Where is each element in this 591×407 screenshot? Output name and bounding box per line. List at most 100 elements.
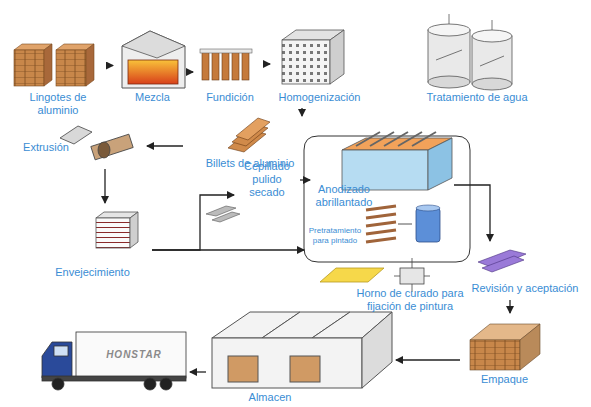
warehouse	[228, 356, 258, 382]
aging-oven	[130, 212, 138, 248]
flow-arrow	[190, 371, 206, 372]
delivery-truck	[42, 332, 186, 390]
process-step: Horno de curado para fijación de pintura	[350, 255, 470, 313]
step-label: Pretratamiento para pintado	[306, 226, 364, 246]
step-label: Lingotes de aluminio	[8, 91, 108, 117]
ingot-stacks	[14, 44, 94, 86]
cast-logs	[200, 49, 252, 53]
ingot-stacks	[86, 44, 94, 86]
water-tanks	[436, 14, 504, 66]
aging-oven	[96, 218, 130, 248]
packed-bundles	[470, 324, 540, 370]
water-tanks	[428, 24, 470, 36]
inspected-profile	[482, 256, 524, 272]
process-step: Empaque	[462, 315, 547, 390]
delivery-truck	[54, 346, 68, 356]
inspected-profile	[478, 250, 526, 272]
flow-arrow	[192, 71, 193, 72]
finishing-bracket	[304, 136, 470, 262]
step-label: Almacen	[230, 391, 310, 404]
cast-logs	[242, 52, 249, 80]
homogenizing-oven	[282, 30, 344, 84]
flow-arrow	[110, 65, 113, 66]
process-step: Fundición	[195, 38, 265, 106]
step-label: Tratamiento de agua	[418, 91, 536, 104]
ingot-stacks	[56, 50, 86, 86]
step-label: HONSTAR	[86, 349, 182, 361]
flow-arrow	[152, 195, 234, 250]
ingot-stacks	[44, 44, 52, 86]
process-step: Anodizado abrillantado	[312, 132, 452, 210]
process-step: HONSTAR	[38, 325, 188, 397]
process-step: Mezcla	[115, 25, 190, 106]
packed-bundles	[520, 324, 540, 370]
melting-furnace	[122, 31, 185, 88]
flow-arrow	[454, 185, 490, 241]
anodizing-tank	[356, 132, 436, 146]
process-step: Extrusión	[15, 115, 145, 167]
cast-logs	[212, 52, 219, 80]
curing-oven	[394, 258, 430, 292]
cast-logs	[200, 49, 252, 80]
delivery-truck	[42, 342, 72, 378]
profiles	[212, 212, 240, 222]
process-step: Homogenización	[272, 22, 367, 106]
process-step: Tratamiento de agua	[418, 8, 536, 106]
aging-oven	[96, 212, 138, 248]
cast-logs	[222, 52, 229, 80]
process-step: Revisión y aceptación	[474, 243, 586, 298]
pretreatment-rack	[416, 208, 440, 242]
step-label: Horno de curado para fijación de pintura	[350, 287, 470, 313]
step-label: Empaque	[462, 373, 547, 386]
process-step: Cepillado pulido secado	[236, 160, 298, 202]
aluminium-billets	[236, 118, 270, 140]
extrusion-press	[91, 134, 133, 160]
pretreatment-rack	[366, 205, 440, 242]
delivery-truck	[52, 378, 64, 390]
pretreatment-rack	[398, 224, 412, 225]
water-tanks	[428, 76, 470, 88]
delivery-truck	[160, 378, 172, 390]
warehouse	[212, 338, 362, 388]
step-label: Extrusión	[15, 141, 77, 154]
process-step: Lingotes de aluminio	[8, 40, 108, 108]
packed-bundles	[470, 340, 520, 370]
step-label: Fundición	[195, 91, 265, 104]
water-tanks	[428, 14, 512, 90]
homogenizing-oven	[330, 30, 344, 84]
extrusion-press	[60, 126, 133, 160]
anodizing-tank	[428, 138, 452, 190]
flow-arrow	[300, 179, 310, 180]
water-tanks	[472, 30, 512, 42]
homogenizing-oven	[282, 40, 330, 84]
step-label: Homogenización	[272, 91, 367, 104]
flow-arrow	[147, 145, 183, 146]
aluminium-billets	[228, 118, 270, 152]
step-label: Revisión y aceptación	[464, 282, 586, 295]
water-tanks	[472, 78, 512, 90]
step-label: Cepillado pulido secado	[236, 160, 298, 199]
flow-arrow	[509, 300, 510, 313]
step-label: Mezcla	[115, 91, 190, 104]
melting-furnace	[128, 60, 178, 84]
warehouse	[290, 356, 320, 382]
curing-oven	[394, 258, 430, 292]
water-tanks	[472, 36, 512, 84]
step-label: Anodizado abrillantado	[312, 183, 376, 209]
melting-furnace	[122, 31, 185, 88]
cast-logs	[232, 52, 239, 80]
cast-logs	[202, 52, 209, 80]
process-step: Envejecimiento	[35, 205, 150, 280]
anodizing-tank	[342, 132, 452, 190]
flow-arrow	[396, 359, 460, 360]
ingot-stacks	[14, 50, 44, 86]
painted-panel	[320, 268, 384, 282]
melting-furnace	[122, 31, 185, 58]
process-step: Pretratamiento para pintado	[306, 203, 446, 253]
step-label: Envejecimiento	[35, 266, 150, 279]
flow-arrow	[267, 63, 270, 64]
pretreatment-rack	[366, 206, 396, 242]
